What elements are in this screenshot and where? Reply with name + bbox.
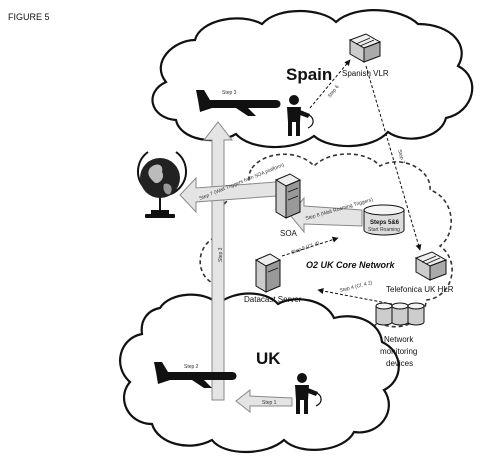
step1-label: Step 1 [262,400,277,406]
datacast-server-label: Datacast Server [244,295,302,304]
step1-arrow [235,388,293,414]
database-icon [363,204,405,236]
uk-cloud [119,292,400,454]
person-spain-icon [287,95,314,136]
monitoring-label-1: Network [384,335,414,344]
monitoring-label-3: devices [386,359,413,368]
soa-label: SOA [280,229,298,238]
step2-label: Step 2 [184,364,199,370]
globe-icon [137,151,187,218]
datacast-server-icon [254,253,282,293]
core-network-label: O2 UK Core Network [306,260,396,270]
vertical-travel-arrow [202,121,234,401]
database-soa-arrow [289,196,363,234]
figure-label: FIGURE 5 [8,12,50,22]
step3-plane-label: Step 3 [222,90,237,96]
database-subtitle: Start Roaming [368,227,400,233]
monitoring-label-2: monitoring [380,347,417,356]
database-title: Steps 5&6 [370,220,400,226]
monitoring-devices-icon [375,302,425,326]
telefonica-hlr-label: Telefonica UK HLR [386,285,454,294]
spain-region-label: Spain [286,65,332,84]
person-uk-icon [295,373,322,414]
spanish-vlr-label: Spanish VLR [342,69,389,78]
airplane-spain-icon [196,90,281,116]
step-lines [281,59,422,305]
spanish-vlr-icon [348,33,382,63]
step7-label: Step 7 [396,149,406,165]
airplane-uk-icon [154,362,237,388]
spain-cloud [151,9,474,149]
telefonica-hlr-icon [414,251,448,281]
soa-globe-arrow [179,176,277,214]
uk-region-label: UK [256,349,281,368]
soa-server-icon [274,173,302,219]
step3-label: Step 3 [218,247,224,262]
